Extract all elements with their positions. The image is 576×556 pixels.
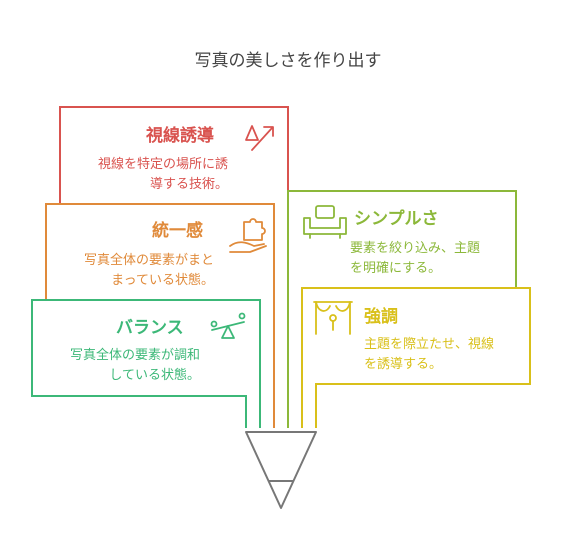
seesaw-icon [210,312,246,339]
card-visual-guidance-title: 視線誘導 [146,126,214,146]
card-balance-frame [31,299,261,428]
diagram-title: 写真の美しさを作り出す [194,51,382,71]
card-emphasis-frame [301,287,531,428]
sofa-icon [303,205,347,239]
funnel [245,431,317,509]
card-balance-title: バランス [116,318,184,338]
card-balance-desc: 写真全体の要素が調和 している状態。 [69,348,200,383]
card-emphasis-title: 強調 [364,307,398,327]
card-unity-title: 統一感 [152,221,203,241]
card-unity-desc: 写真全体の要素がまと まっている状態。 [83,253,214,288]
card-visual-guidance-desc: 視線を特定の場所に誘 導する技術。 [97,157,228,192]
card-simple-title: シンプルさ [354,209,439,229]
card-emphasis-desc: 主題を際立たせ、視線 を誘導する。 [364,337,495,372]
puzzle-hand-icon [229,218,267,253]
card-simple-desc: 要素を絞り込み、主題 を明確にする。 [350,241,481,276]
spotlight-stage-icon [313,301,353,335]
pencil-arrow-icon [245,125,274,151]
